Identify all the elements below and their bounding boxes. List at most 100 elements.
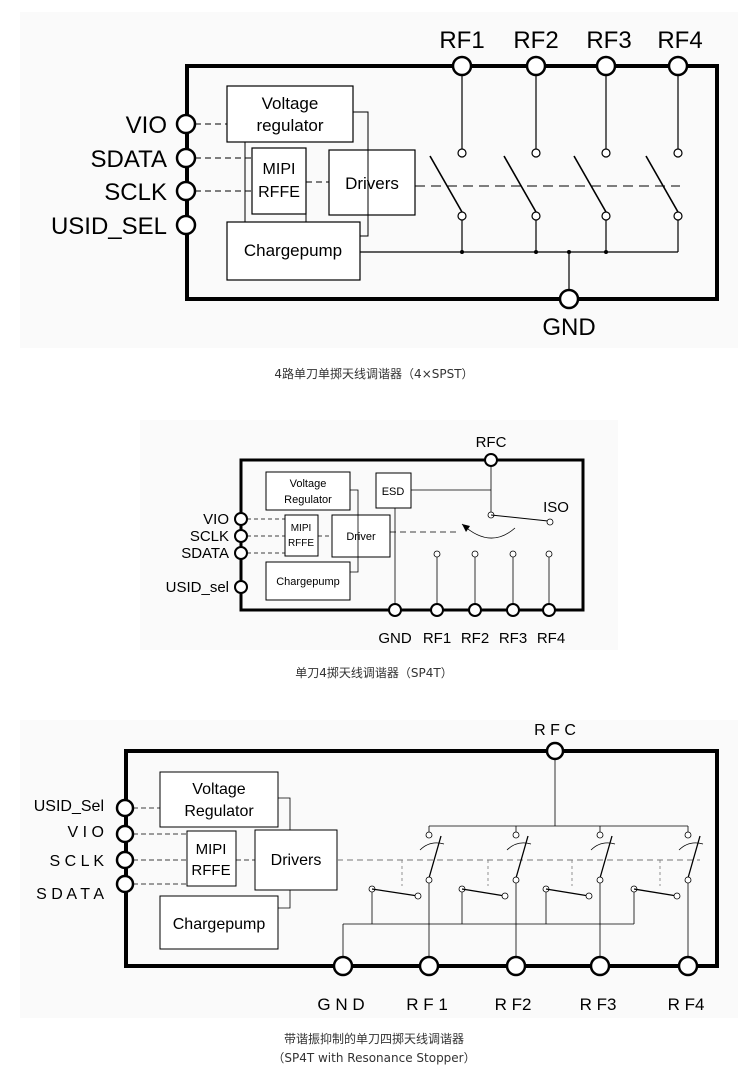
bottom-pins: G N D R F 1 R F2 R F3 R F4 (317, 955, 704, 1014)
mipi-rffe-block (251, 147, 307, 215)
voltage-regulator-label-2: Regulator (284, 494, 332, 506)
diagram-sp4t-resonance: Voltage Regulator MIPI RFFE Drivers Char… (0, 718, 748, 1020)
pin-label-rfc: R F C (534, 722, 576, 739)
caption-sp4t-resonance-1: 带谐振抑制的单刀四掷天线调谐器 (283, 1032, 464, 1046)
switch-array (429, 66, 683, 252)
switch-cell-rf3 (542, 826, 616, 958)
pin-label-vio: V I O (68, 824, 104, 841)
iso-contact (546, 518, 554, 526)
chargepump-label: Chargepump (244, 241, 342, 260)
drivers-label: Drivers (271, 852, 322, 869)
pin-sclk (234, 529, 248, 543)
pin-label-vio: VIO (203, 511, 229, 528)
pin-sdata (234, 546, 248, 560)
pin-label-rf3: R F3 (580, 995, 617, 1014)
pin-label-sclk: S C L K (49, 853, 104, 870)
drivers-label: Drivers (345, 174, 399, 193)
pin-usid-sel (175, 214, 197, 236)
pin-rf2 (505, 955, 527, 977)
pin-label-sclk: SCLK (104, 179, 167, 206)
pin-sclk (115, 850, 135, 870)
switch-cell-rf4 (630, 826, 704, 958)
voltage-regulator-label-2: regulator (256, 116, 323, 135)
pin-gnd (558, 288, 580, 310)
caption-4xspst: 4路单刀单掷天线调谐器（4×SPST） (274, 367, 474, 381)
esd-block (375, 472, 412, 509)
pin-rf4 (667, 55, 689, 77)
switch-cell-rf2 (458, 826, 532, 958)
pin-gnd (332, 955, 354, 977)
pin-rf1 (451, 55, 473, 77)
bottom-pins: GND RF1 RF2 RF3 RF4 (378, 603, 565, 647)
switch-cell-rf1 (368, 826, 445, 958)
control-pins: USID_Sel V I O S C L K S D A T A (34, 798, 187, 903)
voltage-regulator-label-1: Voltage (290, 478, 327, 490)
pin-sclk (175, 180, 197, 202)
pin-label-rf2: RF2 (461, 630, 489, 647)
iso-label: ISO (543, 499, 569, 516)
pin-usid-sel (234, 580, 248, 594)
pin-rf2 (468, 603, 482, 617)
pin-label-gnd: GND (542, 314, 595, 341)
pin-rf1 (430, 603, 444, 617)
pin-rf3 (595, 55, 617, 77)
mipi-rffe-block (284, 514, 319, 557)
pin-label-usid-sel: USID_Sel (34, 798, 104, 815)
esd-label: ESD (382, 486, 405, 498)
pin-label-rf3: RF3 (586, 27, 631, 54)
rffe-label: RFFE (288, 538, 314, 549)
pin-rf4 (677, 955, 699, 977)
pin-label-rf1: RF1 (423, 630, 451, 647)
throw-contacts (433, 550, 553, 604)
mipi-label: MIPI (291, 523, 312, 534)
pin-usid-sel (115, 798, 135, 818)
pin-label-rf4: RF4 (657, 27, 702, 54)
caption-sp4t: 单刀4掷天线调谐器（SP4T） (295, 666, 453, 680)
pin-label-sdata: SDATA (91, 146, 167, 173)
caption-sp4t-resonance-2: （SP4T with Resonance Stopper） (272, 1051, 476, 1065)
voltage-regulator-block (265, 471, 351, 511)
pin-rfc (545, 741, 565, 761)
power-line (353, 111, 369, 237)
pin-sdata (175, 147, 197, 169)
pin-label-sdata: SDATA (181, 545, 229, 562)
pin-label-vio: VIO (126, 112, 167, 139)
driver-label: Driver (346, 531, 376, 543)
control-pins: VIO SCLK SDATA USID_sel (166, 511, 285, 596)
diagram-background (20, 720, 738, 1018)
driver-block (331, 514, 391, 558)
pin-vio (115, 824, 135, 844)
diagram-sp4t-resonance-svg: Voltage Regulator MIPI RFFE Drivers Char… (20, 720, 738, 1018)
rffe-label: RFFE (191, 862, 230, 879)
voltage-regulator-label-2: Regulator (184, 803, 254, 820)
switch-rf4 (645, 66, 683, 252)
switch-rf3 (573, 66, 611, 252)
pin-label-gnd: GND (378, 630, 412, 647)
chargepump-label: Chargepump (276, 576, 340, 588)
pin-label-usid-sel: USID_SEL (51, 213, 167, 240)
drivers-block (328, 149, 416, 216)
chargepump-block (265, 561, 351, 601)
chargepump-label: Chargepump (173, 916, 266, 933)
pin-sdata (115, 874, 135, 894)
voltage-regulator-block (226, 85, 354, 143)
pin-label-rf2: R F2 (495, 995, 532, 1014)
diagram-sp4t-svg: Voltage Regulator MIPI RFFE Driver Charg… (140, 420, 618, 650)
pin-label-usid-sel: USID_sel (166, 579, 229, 596)
pin-gnd (388, 603, 402, 617)
switch-blade (490, 514, 549, 522)
rffe-label: RFFE (258, 184, 300, 201)
pin-rf2 (525, 55, 547, 77)
pin-label-sdata: S D A T A (36, 886, 104, 903)
voltage-regulator-block (159, 771, 279, 828)
pin-rf4 (542, 603, 556, 617)
control-pins: VIO SDATA SCLK USID_SEL (51, 112, 252, 240)
pin-rf3 (589, 955, 611, 977)
pin-label-rf3: RF3 (499, 630, 527, 647)
pin-label-gnd: G N D (317, 995, 364, 1014)
switch-rf2 (503, 66, 541, 252)
pin-label-rf2: RF2 (513, 27, 558, 54)
diagram-4xspst: Voltage regulator MIPI RFFE Drivers Char… (0, 0, 748, 360)
voltage-regulator-label-1: Voltage (262, 94, 319, 113)
pin-rf3 (506, 603, 520, 617)
